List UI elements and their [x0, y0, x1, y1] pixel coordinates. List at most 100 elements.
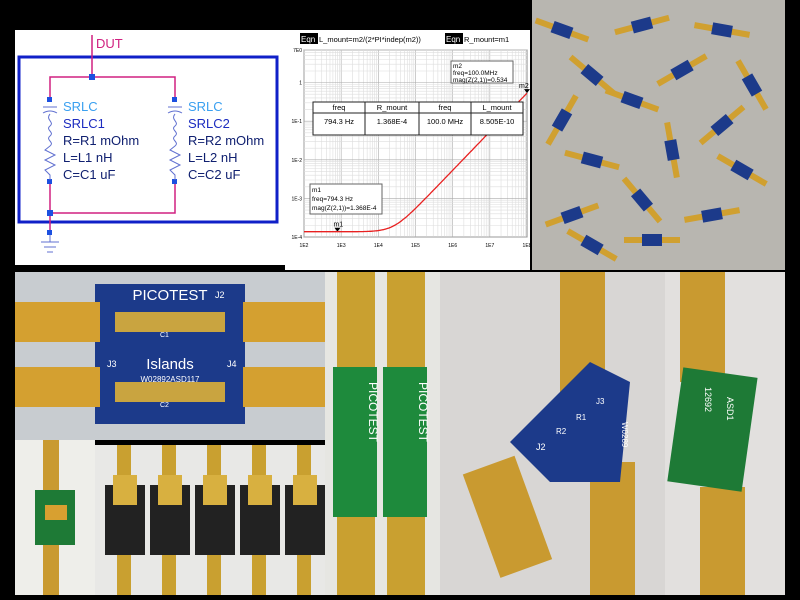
adapter-board	[624, 234, 680, 246]
y-tick-label: 1E-4	[291, 235, 302, 241]
adapter-board	[716, 153, 768, 187]
srlc2-type: SRLC	[188, 99, 223, 114]
svg-text:C1: C1	[160, 332, 169, 339]
x-tick-label: 1E8	[523, 243, 530, 249]
y-tick-label: 1	[299, 81, 302, 87]
x-tick-label: 1E6	[448, 243, 457, 249]
photo-black-boards	[95, 445, 325, 595]
y-tick-label: 1E-3	[291, 196, 302, 202]
eqn-2: R_mount=m1	[464, 35, 509, 44]
green-board-label: PICOTEST	[366, 382, 380, 443]
svg-text:mag(Z(2,1))=0.534: mag(Z(2,1))=0.534	[453, 77, 508, 84]
marker-m1-label: m1	[333, 222, 343, 229]
eqn-tag-2-text: Eqn	[446, 35, 460, 44]
adapter-board	[566, 228, 618, 262]
impedance-chart: Eqn L_mount=m2/(2*PI*indep(m2)) Eqn R_mo…	[291, 33, 530, 249]
srlc1-type: SRLC	[63, 99, 98, 114]
svg-text:1.368E-4: 1.368E-4	[377, 117, 407, 126]
svg-text:freq: freq	[333, 103, 346, 112]
srlc1-c: C=C1 uF	[63, 167, 115, 182]
svg-text:J3: J3	[107, 359, 117, 369]
svg-text:ASD1: ASD1	[725, 397, 735, 421]
srlc-symbols	[41, 106, 183, 253]
adapter-board	[735, 59, 769, 111]
photo-scattered-boards	[532, 0, 785, 270]
svg-text:J4: J4	[227, 359, 237, 369]
photo-y-board: J2 R2 R1 J3 W0289	[440, 272, 665, 595]
adapter-board	[656, 53, 708, 87]
srlc1-name: SRLC1	[63, 116, 105, 131]
svg-text:freq=100.0MHz: freq=100.0MHz	[453, 70, 498, 77]
svg-text:8.505E-10: 8.505E-10	[480, 117, 515, 126]
svg-text:freq: freq	[439, 103, 452, 112]
ticks: 1E2 1E3 1E4 1E5 1E6 1E7 1E8 7E0 1 1E-1 1E-2 1E-3 1E-…	[291, 48, 530, 249]
svg-text:J2: J2	[215, 290, 225, 300]
photo-small-green	[15, 440, 95, 595]
adapter-board	[544, 202, 600, 228]
eqn-1: L_mount=m2/(2*PI*indep(m2))	[319, 35, 421, 44]
schematic: DUT SRLC SRLC1 R=R1 mOhm L=L1 nH C=C1 uF…	[17, 35, 279, 253]
adapter-board	[545, 94, 579, 146]
wires	[49, 35, 176, 232]
marker-m2-icon	[524, 89, 530, 94]
marker-m2-box: m2 freq=100.0MHz mag(Z(2,1))=0.534	[450, 60, 514, 84]
svg-text:m1: m1	[312, 187, 321, 194]
adapter-board	[621, 176, 663, 224]
eqn-tag-2	[445, 33, 463, 44]
nodes	[47, 74, 177, 235]
svg-text:L_mount: L_mount	[482, 103, 512, 112]
results-table: freq R_mount freq L_mount 794.3 Hz 1.368…	[312, 101, 524, 136]
eqn-tag-1-text: Eqn	[301, 35, 315, 44]
adapter-board	[534, 17, 590, 43]
x-tick-label: 1E2	[300, 243, 309, 249]
svg-text:W02892ASD117: W02892ASD117	[141, 375, 201, 384]
adapter-board	[604, 87, 660, 113]
srlc1-l: L=L1 nH	[63, 150, 113, 165]
svg-text:R2: R2	[556, 427, 567, 436]
adapter-board	[614, 14, 670, 36]
svg-text:R_mount: R_mount	[377, 103, 408, 112]
schematic-panel: DUT SRLC SRLC1 R=R1 mOhm L=L1 nH C=C1 uF…	[15, 30, 285, 265]
photo-green-boards: PICOTEST PICOTEST	[325, 272, 440, 595]
svg-text:R1: R1	[576, 413, 587, 422]
marker-m1-icon	[334, 227, 341, 232]
adapter-board	[568, 54, 616, 96]
srlc2-c: C=C2 uF	[188, 167, 240, 182]
svg-text:100.0 MHz: 100.0 MHz	[427, 117, 464, 126]
svg-text:C2: C2	[160, 402, 169, 409]
board-label-islands: Islands	[146, 356, 194, 373]
srlc1-r: R=R1 mOhm	[63, 133, 139, 148]
adapter-board	[664, 121, 680, 179]
y-tick-label: 1E-1	[291, 119, 302, 125]
x-tick-label: 1E7	[485, 243, 494, 249]
svg-text:PICOTEST: PICOTEST	[416, 382, 430, 443]
svg-text:W0289: W0289	[620, 422, 629, 448]
x-tick-label: 1E5	[411, 243, 420, 249]
photo-islands-board: PICOTEST J2 Islands W02892ASD117 J3 J4 C…	[15, 272, 325, 440]
x-tick-label: 1E3	[337, 243, 346, 249]
plot-panel: Eqn L_mount=m2/(2*PI*indep(m2)) Eqn R_mo…	[285, 30, 530, 270]
svg-text:mag(Z(2,1))=1.368E-4: mag(Z(2,1))=1.368E-4	[312, 205, 377, 212]
svg-text:freq=794.3 Hz: freq=794.3 Hz	[312, 196, 353, 203]
srlc2-name: SRLC2	[188, 116, 230, 131]
net-label-dut: DUT	[96, 36, 123, 51]
subcircuit-box	[17, 55, 279, 224]
y-tick-label: 1E-2	[291, 158, 302, 164]
svg-text:J2: J2	[536, 442, 546, 452]
photo-green-single: 12692 ASD1	[665, 272, 785, 595]
board-label-picotest: PICOTEST	[132, 287, 207, 304]
y-tick-label: 7E0	[293, 48, 302, 54]
x-tick-label: 1E4	[374, 243, 383, 249]
svg-text:794.3 Hz: 794.3 Hz	[324, 117, 354, 126]
svg-text:J3: J3	[596, 397, 605, 406]
marker-m1-box: m1 freq=794.3 Hz mag(Z(2,1))=1.368E-4	[309, 183, 383, 215]
srlc2-r: R=R2 mOhm	[188, 133, 264, 148]
srlc2-l: L=L2 nH	[188, 150, 238, 165]
adapter-board	[698, 104, 746, 146]
adapter-board	[693, 22, 751, 38]
eqn-tag-1	[300, 33, 318, 44]
svg-text:12692: 12692	[703, 387, 713, 412]
svg-text:m2: m2	[453, 63, 462, 70]
marker-m2-label: m2	[519, 83, 529, 90]
adapter-board	[683, 207, 741, 223]
